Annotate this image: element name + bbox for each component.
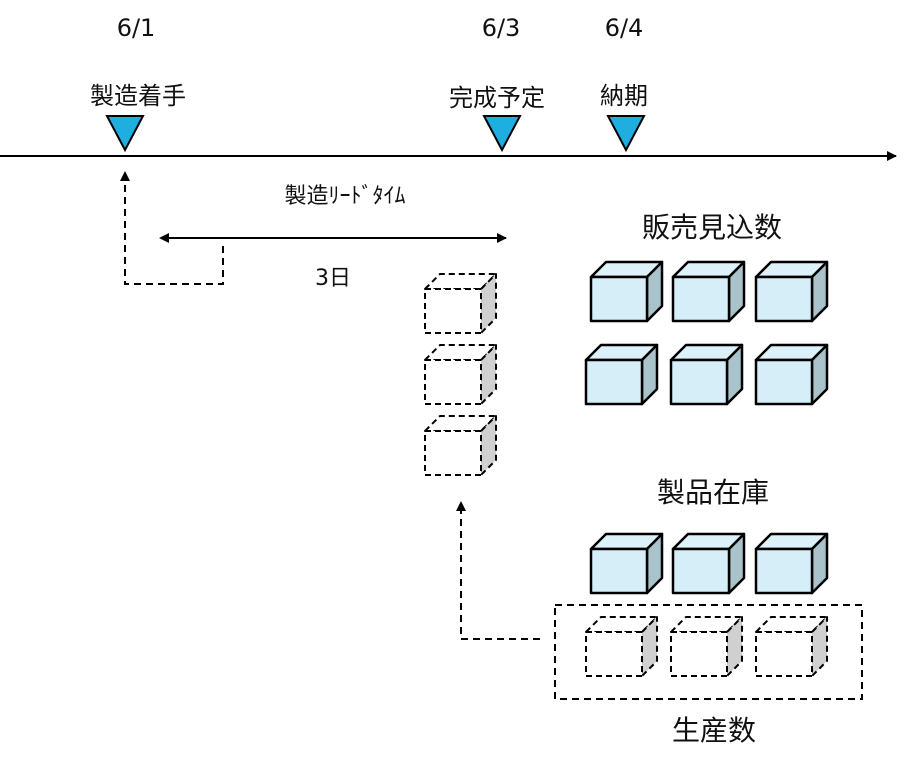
product-inventory-cube bbox=[671, 532, 746, 595]
milestone-label-due: 納期 bbox=[600, 82, 648, 110]
sales-forecast-cube bbox=[584, 343, 659, 406]
production-quantity-box bbox=[554, 604, 863, 700]
lead-time-duration: 3日 bbox=[315, 266, 351, 291]
production-quantity-cube bbox=[755, 616, 828, 677]
in-production-cube bbox=[424, 415, 497, 476]
in-production-cube bbox=[424, 273, 497, 334]
milestone-label-start: 製造着手 bbox=[90, 82, 186, 110]
in-production-cube bbox=[424, 344, 497, 405]
milestone-date-completion: 6/3 bbox=[481, 14, 521, 42]
product-inventory-label: 製品在庫 bbox=[656, 476, 770, 509]
milestone-marker-icon bbox=[606, 115, 646, 153]
milestone-label-completion: 完成予定 bbox=[449, 84, 545, 112]
start-link-dashed-arrow bbox=[120, 171, 224, 285]
sales-forecast-cube bbox=[754, 260, 829, 323]
product-inventory-cube bbox=[754, 532, 829, 595]
lead-time-label: 製造ﾘｰﾄﾞﾀｲﾑ bbox=[284, 184, 406, 209]
production-link-dashed-arrow bbox=[456, 501, 540, 640]
milestone-marker-icon bbox=[105, 115, 145, 153]
milestone-date-start: 6/1 bbox=[116, 14, 156, 42]
production-quantity-cube bbox=[585, 616, 658, 677]
production-quantity-label: 生産数 bbox=[671, 714, 757, 747]
sales-forecast-cube bbox=[589, 260, 664, 323]
production-quantity-cube bbox=[670, 616, 743, 677]
sales-forecast-cube bbox=[754, 343, 829, 406]
milestone-marker-icon bbox=[482, 115, 522, 153]
product-inventory-cube bbox=[589, 532, 664, 595]
sales-forecast-cube bbox=[671, 260, 746, 323]
sales-forecast-cube bbox=[669, 343, 744, 406]
sales-forecast-label: 販売見込数 bbox=[641, 211, 783, 244]
milestone-date-due: 6/4 bbox=[604, 14, 644, 42]
